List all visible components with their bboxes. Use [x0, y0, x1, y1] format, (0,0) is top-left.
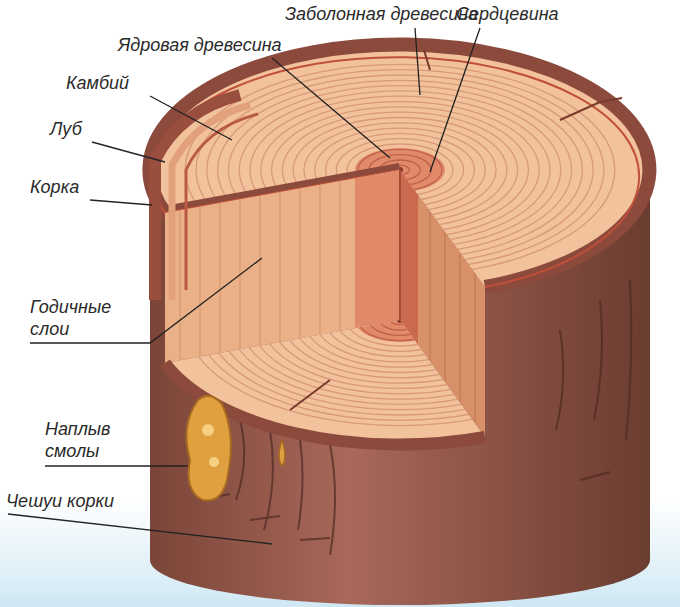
- part-label: Ядровая древесина: [118, 34, 318, 56]
- part-label: Годичные слои: [30, 296, 150, 340]
- part-label: Корка: [30, 176, 120, 198]
- part-label: Наплыв смолы: [45, 418, 165, 462]
- resin-drop: [186, 396, 285, 501]
- annual-rings-lower: [185, 214, 615, 425]
- part-label: Луб: [50, 118, 130, 140]
- part-label: Чешуи корки: [6, 490, 166, 512]
- part-label: Камбий: [66, 72, 176, 94]
- part-label: Сердцевина: [456, 3, 606, 25]
